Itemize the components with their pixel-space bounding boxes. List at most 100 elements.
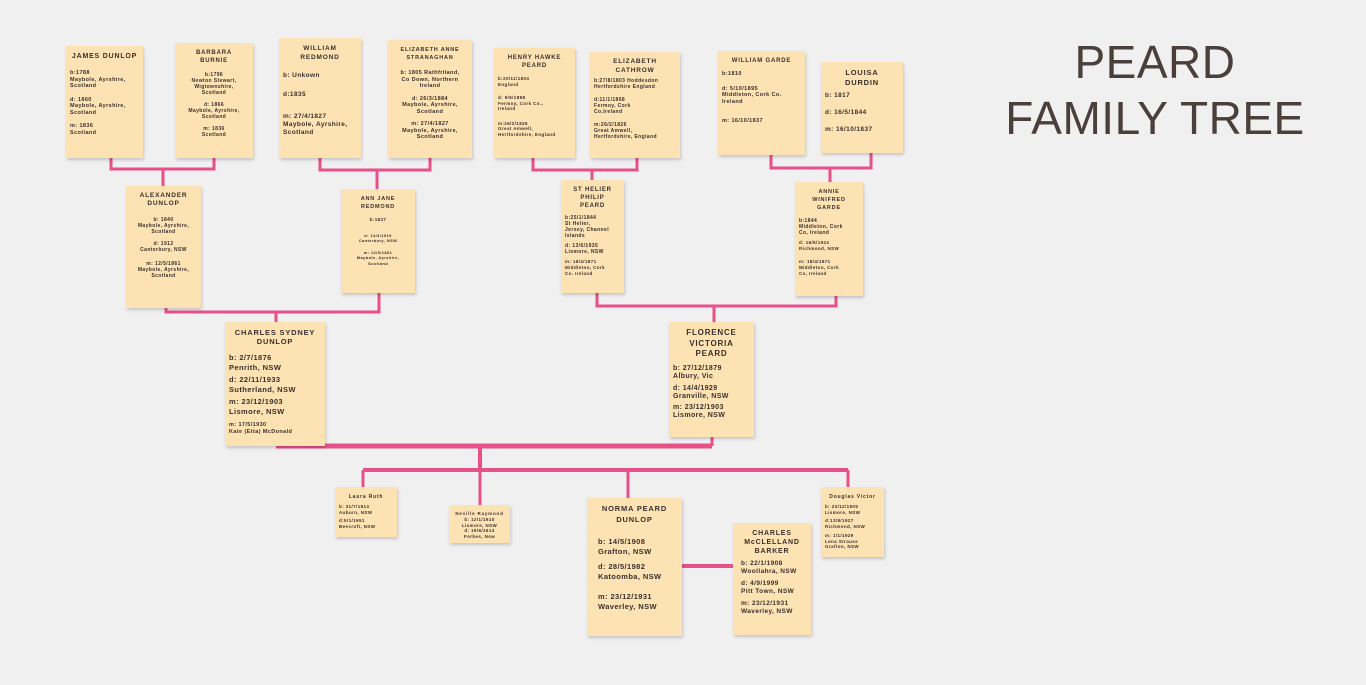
person-name: ST HELIER PHILIP PEARD: [573, 187, 612, 209]
title-line-2: FAMILY TREE: [1005, 92, 1305, 144]
connector-sthelier-annie: [595, 291, 838, 324]
person-death: d:1835: [283, 91, 306, 98]
person-death: d: 13/6/1935 Lismore, NSW: [565, 243, 604, 255]
person-card-elizabeth-stranaghan: ELIZABETH ANNE STRANAGHAN b: 1805 Rathfr…: [388, 40, 472, 158]
person-marriage: m: 16/10/1837: [722, 118, 763, 124]
person-birth: b:1796 Newton Stewart, Wigtownshire, Sco…: [191, 72, 237, 96]
person-birth: b: 1817: [825, 92, 851, 99]
person-birth: b: 31/7/1914 Auburn, NSW: [339, 504, 373, 515]
person-marriage: m: 12/5/1861 Maybole, Ayrshire, Scotland: [137, 261, 190, 279]
person-death: d: 1866 Maybole, Ayrshire, Scotland: [188, 102, 240, 120]
person-card-henry-peard: HENRY HAWKE PEARD b:20/11/1804 England d…: [494, 48, 575, 158]
person-card-laura-ruth: Laura Ruth b: 31/7/1914 Auburn, NSW d:5/…: [335, 487, 397, 537]
person-name: ELIZABETH CATHROW: [613, 58, 657, 74]
person-card-william-redmond: WILLIAM REDMOND b: Unkown d:1835 m: 27/4…: [279, 38, 361, 158]
person-birth: b:1788 Maybole, Ayrshire, Scotland: [70, 70, 126, 89]
person-marriage: m: 12/5/1861 Maybole, Ayrshire, Scotland: [356, 249, 400, 266]
person-birth: b: 27/12/1879 Albury, Vic: [673, 364, 722, 380]
person-marriage: m: 23/12/1931 Waverley, NSW: [598, 592, 657, 611]
person-name: CHARLES McCLELLAND BARKER: [744, 530, 800, 555]
person-birth: b:1810: [722, 71, 742, 77]
person-birth: b: 12/1/1910 Lismore, NSW: [461, 517, 498, 528]
person-name: ELIZABETH ANNE STRANAGHAN: [400, 47, 460, 61]
person-name: BARBARA BURNIE: [196, 50, 232, 64]
person-name: WILLIAM GARDE: [731, 58, 792, 64]
person-marriage: m: 27/4/1827 Maybole, Ayrshire, Scotland: [283, 113, 348, 136]
person-marriage: m: 23/12/1903 Lismore, NSW: [229, 397, 285, 416]
person-death: d:5/1/1951 Beecroft, NSW: [339, 518, 376, 529]
person-birth: b: 1805 Rathfriland, Co Down, Northern I…: [400, 70, 460, 89]
person-name: CHARLES SYDNEY DUNLOP: [234, 328, 316, 346]
person-card-charles-barker: CHARLES McCLELLAND BARKER b: 22/1/1908 W…: [733, 523, 811, 635]
person-death: d: 14/4/1919 Canterbury, NSW: [358, 232, 398, 244]
person-death: d: 26/3/1884 Maybole, Ayrshire, Scotland: [402, 95, 458, 115]
person-death: d:11/1/1868 Fermoy, Cork Co.Ireland: [594, 97, 631, 115]
person-name: Laura Ruth: [348, 494, 384, 500]
person-marriage: m: 16/10/1837: [825, 126, 873, 133]
person-birth: b: 22/1/1908 Woollahra, NSW: [741, 560, 797, 575]
person-birth: b: 2/7/1876 Penrith, NSW: [229, 353, 282, 372]
person-name: HENRY HAWKE PEARD: [507, 55, 562, 69]
person-card-norma-dunlop: NORMA PEARD DUNLOP b: 14/5/1908 Grafton,…: [587, 498, 682, 636]
person-card-ann-jane-redmond: ANN JANE REDMOND b:1837 d: 14/4/1919 Can…: [341, 189, 415, 293]
person-marriage: m: 18/4/1871 Middleton, Cork Co. Ireland: [565, 259, 605, 276]
person-name: WILLIAM REDMOND: [300, 45, 340, 61]
person-card-william-garde: WILLIAM GARDE b:1810 d: 5/10/1895 Middle…: [718, 51, 805, 155]
person-death: d: 9/5/1898 Fermoy, Cork Co., Ireland: [498, 95, 544, 111]
person-marriage: m:26/2/1826 Great Amwell, Hertfordshire,…: [594, 122, 657, 140]
person-card-florence-peard: FLORENCE VICTORIA PEARD b: 27/12/1879 Al…: [669, 322, 754, 437]
person-death: d: 14/4/1929 Granville, NSW: [673, 384, 729, 400]
person-death: d: 4/9/1999 Pitt Town, NSW: [741, 580, 795, 595]
person-birth: b:27/8/1803 Hoddesdon Hertfordshire Engl…: [594, 78, 659, 90]
person-marriage: m: 1/1/1929 Lena Strauss Grafton, NSW: [825, 533, 860, 549]
person-name: NORMA PEARD DUNLOP: [601, 504, 668, 524]
connector-peard-cathrow: [531, 156, 639, 182]
person-card-barbara-burnie: BARBARA BURNIE b:1796 Newton Stewart, Wi…: [175, 43, 253, 158]
person-death: d: 19/6/1913 Forbes, Nsw: [463, 528, 496, 539]
person-marriage: m: 27/4/1827 Maybole, Ayrshire, Scotland: [402, 121, 458, 140]
page-title: PEARD FAMILY TREE: [990, 34, 1320, 146]
connector-dunlop-burnie: [109, 156, 216, 188]
person-name: ANN JANE REDMOND: [360, 196, 396, 210]
person-card-alexander-dunlop: ALEXANDER DUNLOP b: 1840 Maybole, Ayrshi…: [126, 186, 201, 308]
person-birth: b:25/1/1844 St Helier, Jersey, Channel I…: [565, 215, 609, 239]
person-death: d:13/8/1927 Richmond, NSW: [825, 518, 866, 529]
title-line-1: PEARD: [1074, 36, 1236, 88]
person-name: Neville Raymond: [455, 511, 504, 516]
person-death: d: 22/11/1933 Sutherland, NSW: [229, 375, 296, 394]
person-birth: b: 14/5/1908 Grafton, NSW: [598, 537, 652, 556]
person-card-neville-raymond: Neville Raymond b: 12/1/1910 Lismore, NS…: [449, 505, 510, 543]
person-card-louisa-durdin: LOUISA DURDIN b: 1817 d: 16/5/1844 m: 16…: [821, 62, 903, 153]
person-birth: b:1837: [369, 217, 387, 222]
person-name: ALEXANDER DUNLOP: [139, 192, 188, 207]
person-marriage: m: 1836 Scotland: [201, 126, 227, 138]
person-death: d: 1912 Canterbury, NSW: [140, 241, 187, 253]
person-name: ANNIE WINIFRED GARDE: [812, 189, 846, 211]
connector-alexander-ann: [164, 291, 381, 324]
person-death: d: 1860 Maybole, Ayrshire, Scotland: [70, 96, 126, 116]
person-card-elizabeth-cathrow: ELIZABETH CATHROW b:27/8/1803 Hoddesdon …: [590, 52, 680, 158]
person-marriage: m:26/2/1826 Great Amwell, Hertfordshire,…: [498, 120, 556, 137]
person-marriage: m: 18/4/1871 Middleton, Cork Co, Ireland: [799, 259, 839, 276]
person-card-st-helier-peard: ST HELIER PHILIP PEARD b:25/1/1844 St He…: [561, 180, 624, 293]
person-death: d: 28/5/1982 Katoomba, NSW: [598, 562, 662, 581]
person-name: JAMES DUNLOP: [71, 53, 138, 60]
connector-redmond-stranaghan: [318, 156, 432, 191]
person-birth: b:20/11/1804 England: [498, 76, 530, 87]
person-birth: b:1844 Middleton, Cork Co, Ireland: [799, 218, 843, 236]
person-birth: b: 23/12/1905 Lismore, NSW: [825, 504, 861, 515]
person-death: d: 16/5/1844: [825, 109, 867, 116]
connector-garde-durdin: [769, 151, 873, 184]
person-marriage: m: 23/12/1903 Lismore, NSW: [673, 403, 726, 419]
person-name: Douglas Victor: [829, 494, 876, 500]
person-second-marriage: m: 17/5/1930 Kate (Etta) McDonald: [229, 422, 293, 435]
person-card-charles-dunlop: CHARLES SYDNEY DUNLOP b: 2/7/1876 Penrit…: [225, 322, 325, 446]
person-name: LOUISA DURDIN: [845, 68, 879, 87]
person-birth: b: Unkown: [283, 72, 320, 79]
person-death: d: 5/10/1895 Middleton, Cork Co. Ireland: [722, 85, 782, 105]
person-marriage: m: 23/12/1931 Waverley, NSW: [741, 600, 793, 615]
person-card-annie-garde: ANNIE WINIFRED GARDE b:1844 Middleton, C…: [795, 182, 863, 296]
person-death: d: 16/5/1924 Richmond, NSW: [799, 240, 840, 251]
person-name: FLORENCE VICTORIA PEARD: [686, 328, 737, 358]
